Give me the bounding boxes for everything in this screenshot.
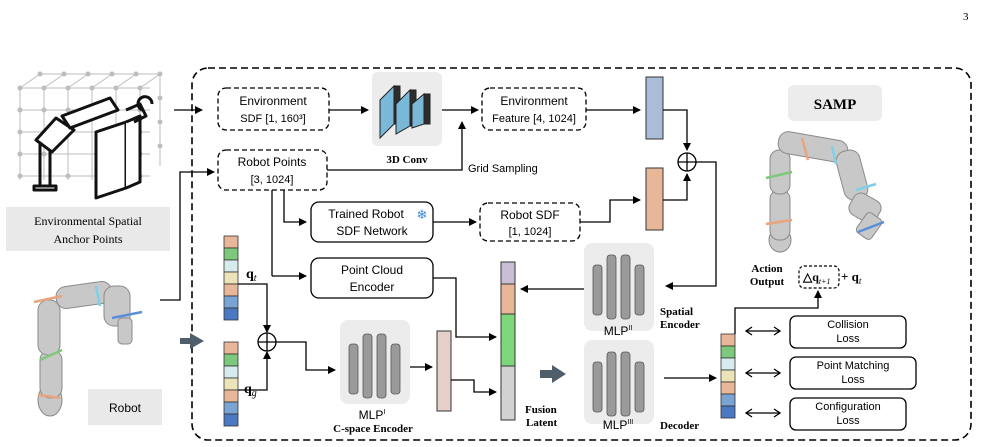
fusion-to-decoder-arrow-icon bbox=[540, 365, 566, 383]
anchor-caption-bg bbox=[6, 207, 170, 251]
qt-to-sum-arrow bbox=[238, 283, 271, 333]
plus-qt-label: + qt bbox=[841, 269, 862, 286]
configuration-loss-connector bbox=[744, 408, 782, 418]
env-feature-box bbox=[481, 87, 587, 131]
env-sdf-line1: Environment bbox=[239, 94, 307, 108]
configuration-loss-line1: Configuration bbox=[815, 401, 880, 413]
config-sum-to-mlp-arrow bbox=[276, 341, 336, 374]
samp-container bbox=[191, 67, 972, 441]
anchor-caption-line2: Anchor Points bbox=[54, 232, 123, 246]
conv3d-label: 3D Conv bbox=[386, 154, 428, 166]
robot-vector-to-sum-arrow bbox=[663, 173, 691, 201]
env-feature-line1: Environment bbox=[500, 94, 568, 108]
collision-loss-box bbox=[789, 315, 907, 349]
mlp-i-icon bbox=[348, 333, 401, 399]
delta-q-label: △qt+1 bbox=[802, 270, 831, 286]
fusion-line2: Latent bbox=[526, 417, 558, 429]
qt-label: qt bbox=[246, 267, 257, 284]
pc-encoder-line1: Point Cloud bbox=[341, 263, 403, 277]
robot-caption: Robot bbox=[109, 401, 142, 415]
env-feature-vector bbox=[645, 76, 664, 140]
action-output-line1: Action bbox=[751, 263, 782, 275]
collision-loss-line2: Loss bbox=[836, 333, 860, 345]
trained-sdf-line1: Trained Robot bbox=[328, 207, 404, 221]
page-number: 3 bbox=[963, 11, 969, 23]
mlp-iii-label: MLPIII bbox=[603, 418, 634, 432]
output-vector bbox=[720, 333, 736, 419]
mlp-ii-label: MLPII bbox=[604, 324, 633, 338]
points-to-grid-sampling-arrow bbox=[327, 121, 466, 171]
robot-arm-joint-marks bbox=[33, 285, 143, 400]
pc-encoder-to-fusion-arrow bbox=[433, 277, 497, 341]
robot-to-config-arrow-icon bbox=[180, 333, 204, 349]
cspace-encoder-label: C-space Encoder bbox=[333, 423, 413, 435]
points-to-sdf-net-arrow bbox=[283, 190, 307, 226]
spatial-line2: Encoder bbox=[660, 319, 700, 331]
configuration-loss-line2: Loss bbox=[836, 415, 860, 427]
env-sdf-line2: SDF [1, 160³] bbox=[240, 113, 305, 125]
qg-vector bbox=[223, 341, 239, 427]
fusion-line1: Fusion bbox=[525, 404, 557, 416]
collision-loss-line1: Collision bbox=[827, 319, 869, 331]
grid-sampling-label: Grid Sampling bbox=[468, 163, 538, 175]
anchor-points-figure bbox=[17, 71, 163, 200]
anchor-caption-line1: Environmental Spatial bbox=[34, 214, 142, 228]
snowflake-icon: ❄ bbox=[417, 207, 428, 222]
samp-title-bg bbox=[788, 85, 882, 121]
output-to-action-arrow bbox=[734, 290, 822, 334]
env-vector-to-sum-arrow bbox=[663, 109, 691, 151]
pc-encoder-line2: Encoder bbox=[350, 280, 395, 294]
mlp-iii-icon bbox=[592, 351, 645, 417]
config-sum-icon bbox=[257, 332, 277, 352]
config-latent-to-fusion-arrow bbox=[451, 379, 497, 396]
point-matching-loss-line1: Point Matching bbox=[817, 360, 890, 372]
robot-arm-figure bbox=[37, 281, 133, 417]
point-matching-loss-connector bbox=[744, 368, 782, 378]
configuration-loss-box bbox=[789, 397, 907, 431]
delta-q-box bbox=[798, 265, 840, 289]
samp-title: SAMP bbox=[814, 97, 857, 113]
env-feature-line2: Feature [4, 1024] bbox=[492, 113, 576, 125]
trained-sdf-line2: SDF Network bbox=[336, 224, 408, 238]
feature-sum-icon bbox=[677, 152, 697, 172]
robot-sdf-to-bar-arrow bbox=[580, 196, 641, 223]
qg-to-sum-arrow bbox=[238, 351, 271, 391]
sum-to-spatial-encoder-arrow bbox=[665, 161, 717, 290]
config-latent-vector bbox=[436, 330, 452, 412]
action-output-line2: Output bbox=[750, 276, 785, 288]
mlp-ii-icon bbox=[592, 254, 645, 320]
robot-feature-vector bbox=[645, 167, 664, 231]
robot-sdf-line2: [1, 1024] bbox=[509, 226, 552, 238]
point-matching-loss-box bbox=[789, 356, 917, 390]
output-robot-figure bbox=[768, 131, 883, 253]
decoder-label: Decoder bbox=[660, 420, 699, 432]
conv3d-icon bbox=[379, 84, 431, 140]
robot-caption-bg bbox=[88, 389, 162, 425]
point-matching-loss-line2: Loss bbox=[841, 374, 865, 386]
qt-vector bbox=[223, 235, 239, 321]
fusion-latent-vector bbox=[500, 261, 516, 421]
env-sdf-box bbox=[217, 87, 330, 131]
collision-loss-connector bbox=[744, 326, 782, 336]
spatial-line1: Spatial bbox=[660, 306, 693, 318]
robot-points-line2: [3, 1024] bbox=[251, 174, 294, 186]
robot-points-line1: Robot Points bbox=[238, 155, 307, 169]
mlp-i-label: MLPI bbox=[359, 408, 386, 422]
output-robot-joint-marks bbox=[765, 137, 885, 234]
robot-sdf-line1: Robot SDF bbox=[500, 208, 559, 222]
robot-to-points-arrow bbox=[160, 168, 215, 301]
